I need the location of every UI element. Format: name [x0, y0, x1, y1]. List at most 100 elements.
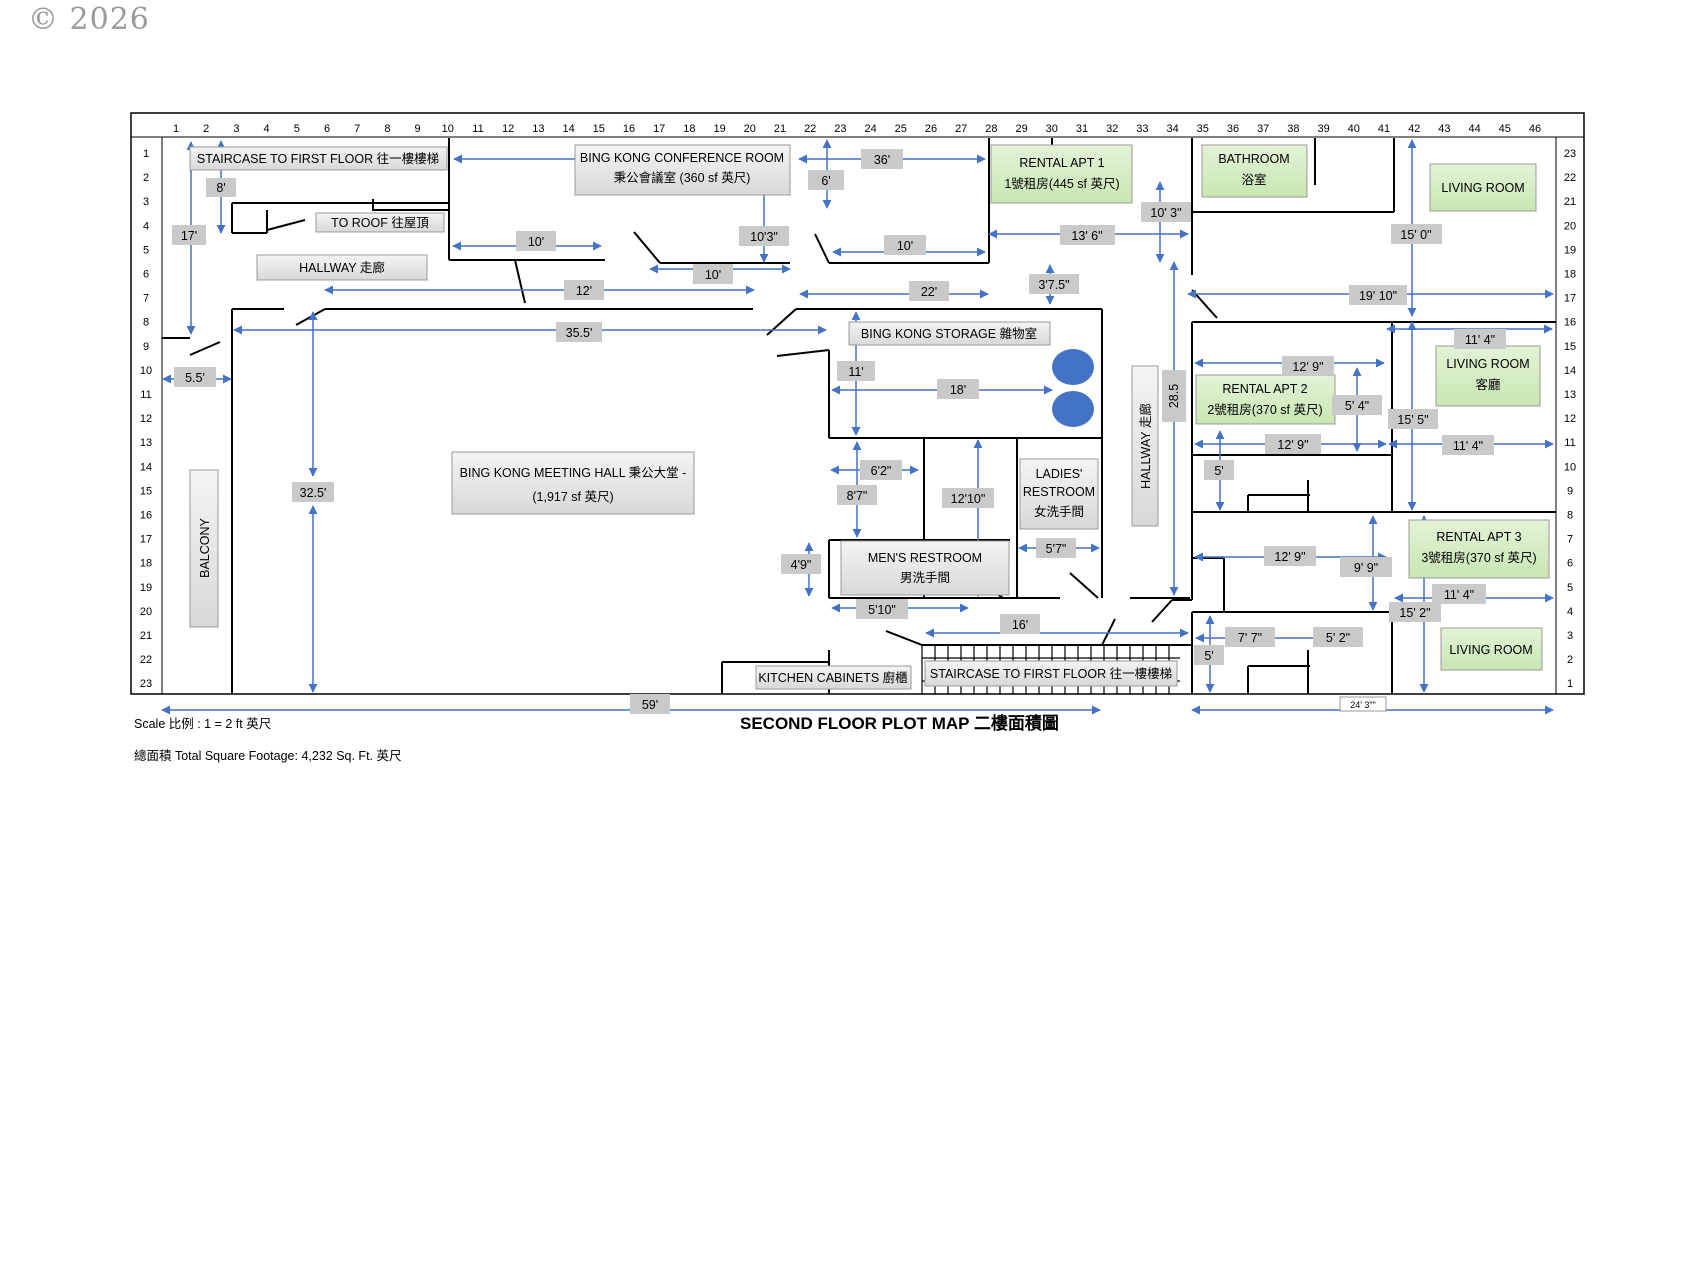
room-living-room-2: LIVING ROOM 客廳 — [1435, 345, 1541, 407]
room-to-roof: TO ROOF 往屋頂 — [315, 212, 445, 233]
grid-number-left: 7 — [143, 293, 149, 305]
plan-frame — [130, 112, 1585, 695]
grid-number-top: 44 — [1468, 123, 1480, 135]
dim-label: 28.5 — [1162, 370, 1186, 422]
dim-label: 10' — [516, 231, 556, 251]
grid-number-right: 13 — [1564, 389, 1576, 401]
svg-text:RESTROOM: RESTROOM — [1023, 485, 1095, 499]
dim-label: 5'10" — [856, 599, 908, 619]
svg-text:11': 11' — [848, 365, 863, 379]
grid-number-top: 35 — [1197, 123, 1209, 135]
grid-number-left: 10 — [140, 365, 152, 377]
grid-number-left: 9 — [143, 341, 149, 353]
grid-number-left: 11 — [140, 389, 151, 401]
grid-number-top: 19 — [713, 123, 725, 135]
grid-number-top: 45 — [1499, 123, 1511, 135]
dim-label: 8' — [206, 178, 236, 197]
grid-number-left: 16 — [140, 510, 152, 522]
svg-text:STAIRCASE TO FIRST FLOOR 往一樓樓梯: STAIRCASE TO FIRST FLOOR 往一樓樓梯 — [197, 151, 439, 166]
room-living-room-3: LIVING ROOM — [1440, 627, 1543, 671]
grid-number-right: 15 — [1564, 341, 1576, 353]
svg-text:6'2": 6'2" — [871, 464, 892, 478]
dim-label: 10' — [693, 264, 733, 284]
svg-text:BING KONG MEETING HALL 秉公大堂 -: BING KONG MEETING HALL 秉公大堂 - — [460, 466, 687, 480]
dim-label: 5' — [1194, 645, 1224, 665]
svg-text:19' 10": 19' 10" — [1359, 289, 1397, 303]
dim-label: 5.5' — [174, 367, 216, 387]
copyright-watermark: © 2026 — [28, 2, 150, 37]
grid-number-top: 11 — [472, 123, 483, 135]
grid-number-right: 21 — [1564, 196, 1576, 208]
svg-text:2號租房(370 sf 英尺): 2號租房(370 sf 英尺) — [1207, 402, 1322, 417]
grid-number-top: 43 — [1438, 123, 1450, 135]
grid-number-top: 30 — [1046, 123, 1058, 135]
svg-text:16': 16' — [1012, 618, 1028, 632]
svg-text:(1,917 sf 英尺): (1,917 sf 英尺) — [532, 490, 613, 504]
grid-number-top: 14 — [562, 123, 574, 135]
dim-label: 11' — [837, 361, 875, 381]
grid-number-left: 17 — [140, 534, 152, 546]
grid-number-right: 9 — [1567, 485, 1573, 497]
grid-number-left: 5 — [143, 244, 149, 256]
grid-number-top: 7 — [354, 123, 360, 135]
room-kitchen-cabinets: KITCHEN CABINETS 廚櫃 — [755, 665, 912, 690]
grid-number-top: 29 — [1015, 123, 1027, 135]
dim-label: 8'7" — [837, 485, 877, 505]
dim-label: 10'3" — [739, 226, 789, 246]
svg-text:RENTAL APT 3: RENTAL APT 3 — [1436, 530, 1521, 544]
dim-label: 32.5' — [292, 482, 334, 502]
room-bathroom: BATHROOM 浴室 — [1201, 144, 1308, 198]
dim-label: 12'10" — [942, 488, 994, 508]
svg-text:35.5': 35.5' — [566, 326, 593, 340]
room-balcony: BALCONY — [189, 469, 219, 628]
dim-label: 5' 4" — [1332, 395, 1382, 415]
grid-number-top: 27 — [955, 123, 967, 135]
grid-number-right: 8 — [1567, 510, 1573, 522]
grid-number-left: 8 — [143, 317, 149, 329]
svg-text:LADIES': LADIES' — [1036, 467, 1083, 481]
svg-text:10'3": 10'3" — [750, 230, 778, 244]
grid-number-top: 20 — [744, 123, 756, 135]
grid-number-right: 7 — [1567, 534, 1573, 546]
dim-label: 5' — [1204, 460, 1234, 480]
svg-text:59': 59' — [642, 698, 658, 712]
dim-label: 18' — [937, 379, 979, 399]
grid-number-right: 3 — [1567, 630, 1573, 642]
grid-number-top: 40 — [1348, 123, 1360, 135]
svg-text:17': 17' — [181, 229, 197, 243]
dim-label: 12' — [564, 280, 604, 300]
room-hallway-vertical: HALLWAY 走廊 — [1131, 365, 1159, 527]
fixture-circle-lower — [1052, 391, 1094, 427]
grid-number-left: 19 — [140, 582, 152, 594]
dim-label: 11' 4" — [1432, 584, 1486, 604]
grid-number-right: 14 — [1564, 365, 1576, 377]
grid-number-right: 1 — [1567, 678, 1573, 690]
room-hallway: HALLWAY 走廊 — [256, 254, 428, 281]
grid-number-right: 23 — [1564, 148, 1576, 160]
svg-text:1號租房(445 sf 英尺): 1號租房(445 sf 英尺) — [1004, 176, 1119, 191]
svg-text:5': 5' — [1204, 649, 1213, 663]
grid-number-top: 8 — [384, 123, 390, 135]
grid-number-right: 16 — [1564, 317, 1576, 329]
room-conference: BING KONG CONFERENCE ROOM 秉公會議室 (360 sf … — [574, 144, 791, 196]
dim-label: 15' 5" — [1388, 409, 1438, 429]
grid-number-top: 37 — [1257, 123, 1269, 135]
svg-text:11' 4": 11' 4" — [1444, 588, 1474, 602]
svg-text:11' 4": 11' 4" — [1453, 439, 1483, 453]
svg-text:秉公會議室 (360 sf 英尺): 秉公會議室 (360 sf 英尺) — [614, 170, 751, 185]
svg-text:12' 9": 12' 9" — [1277, 438, 1308, 452]
svg-text:10': 10' — [897, 239, 913, 253]
dim-label: 11' 4" — [1454, 329, 1506, 349]
svg-text:11' 4": 11' 4" — [1465, 333, 1495, 347]
room-mens-restroom: MEN'S RESTROOM 男洗手間 — [840, 540, 1010, 596]
svg-text:12' 9": 12' 9" — [1292, 360, 1323, 374]
svg-text:10': 10' — [705, 268, 721, 282]
grid-number-left: 4 — [143, 220, 149, 232]
svg-text:BING KONG STORAGE 雜物室: BING KONG STORAGE 雜物室 — [861, 326, 1037, 341]
grid-number-top: 39 — [1317, 123, 1329, 135]
svg-text:24' 3"": 24' 3"" — [1350, 700, 1376, 710]
grid-number-top: 34 — [1166, 123, 1178, 135]
grid-number-left: 1 — [143, 148, 149, 160]
room-meeting-hall: BING KONG MEETING HALL 秉公大堂 - (1,917 sf … — [451, 451, 695, 515]
